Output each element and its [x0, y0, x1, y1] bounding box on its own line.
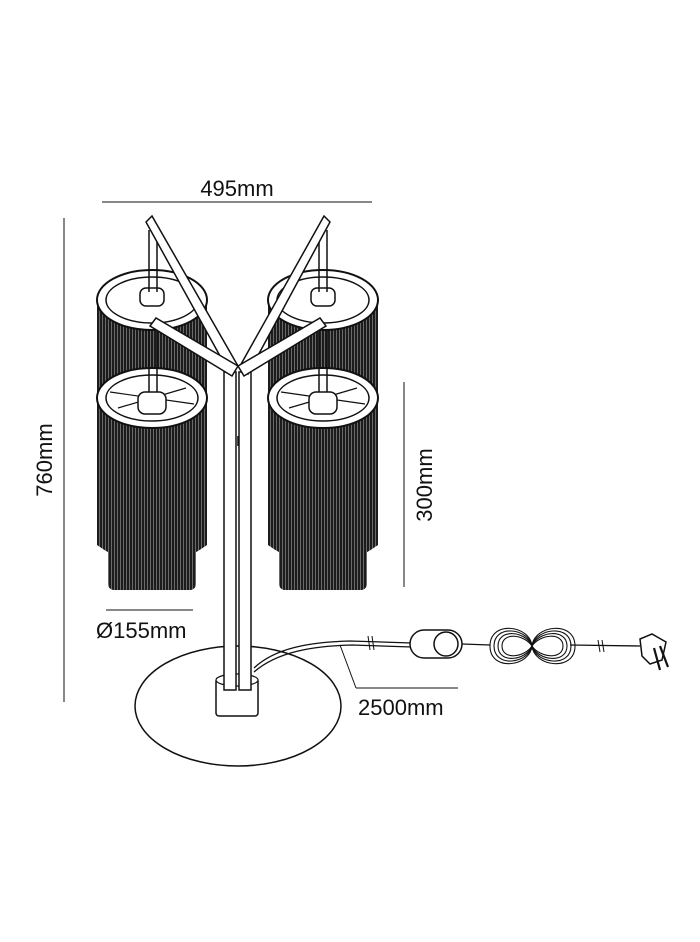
dimension-width: 495mm	[102, 176, 372, 203]
height-label: 760mm	[32, 423, 57, 496]
power-cable	[253, 635, 641, 673]
width-label: 495mm	[200, 176, 273, 201]
plug-icon	[639, 633, 670, 671]
lamp-frame	[145, 214, 331, 691]
shade-front-right	[267, 330, 379, 590]
lamp-base	[134, 645, 342, 767]
dimension-shade-height: 300mm	[403, 382, 437, 587]
shade-diameter-label: Ø155mm	[96, 618, 186, 643]
shade-front-left	[96, 330, 208, 590]
shade-height-label: 300mm	[412, 448, 437, 521]
cable-length-label: 2500mm	[358, 695, 444, 720]
inline-switch-icon	[409, 629, 463, 659]
dimension-cable-length: 2500mm	[339, 644, 458, 720]
dimension-height: 760mm	[32, 218, 65, 702]
dimension-shade-diameter: Ø155mm	[96, 609, 193, 643]
coiled-cable	[489, 627, 576, 665]
